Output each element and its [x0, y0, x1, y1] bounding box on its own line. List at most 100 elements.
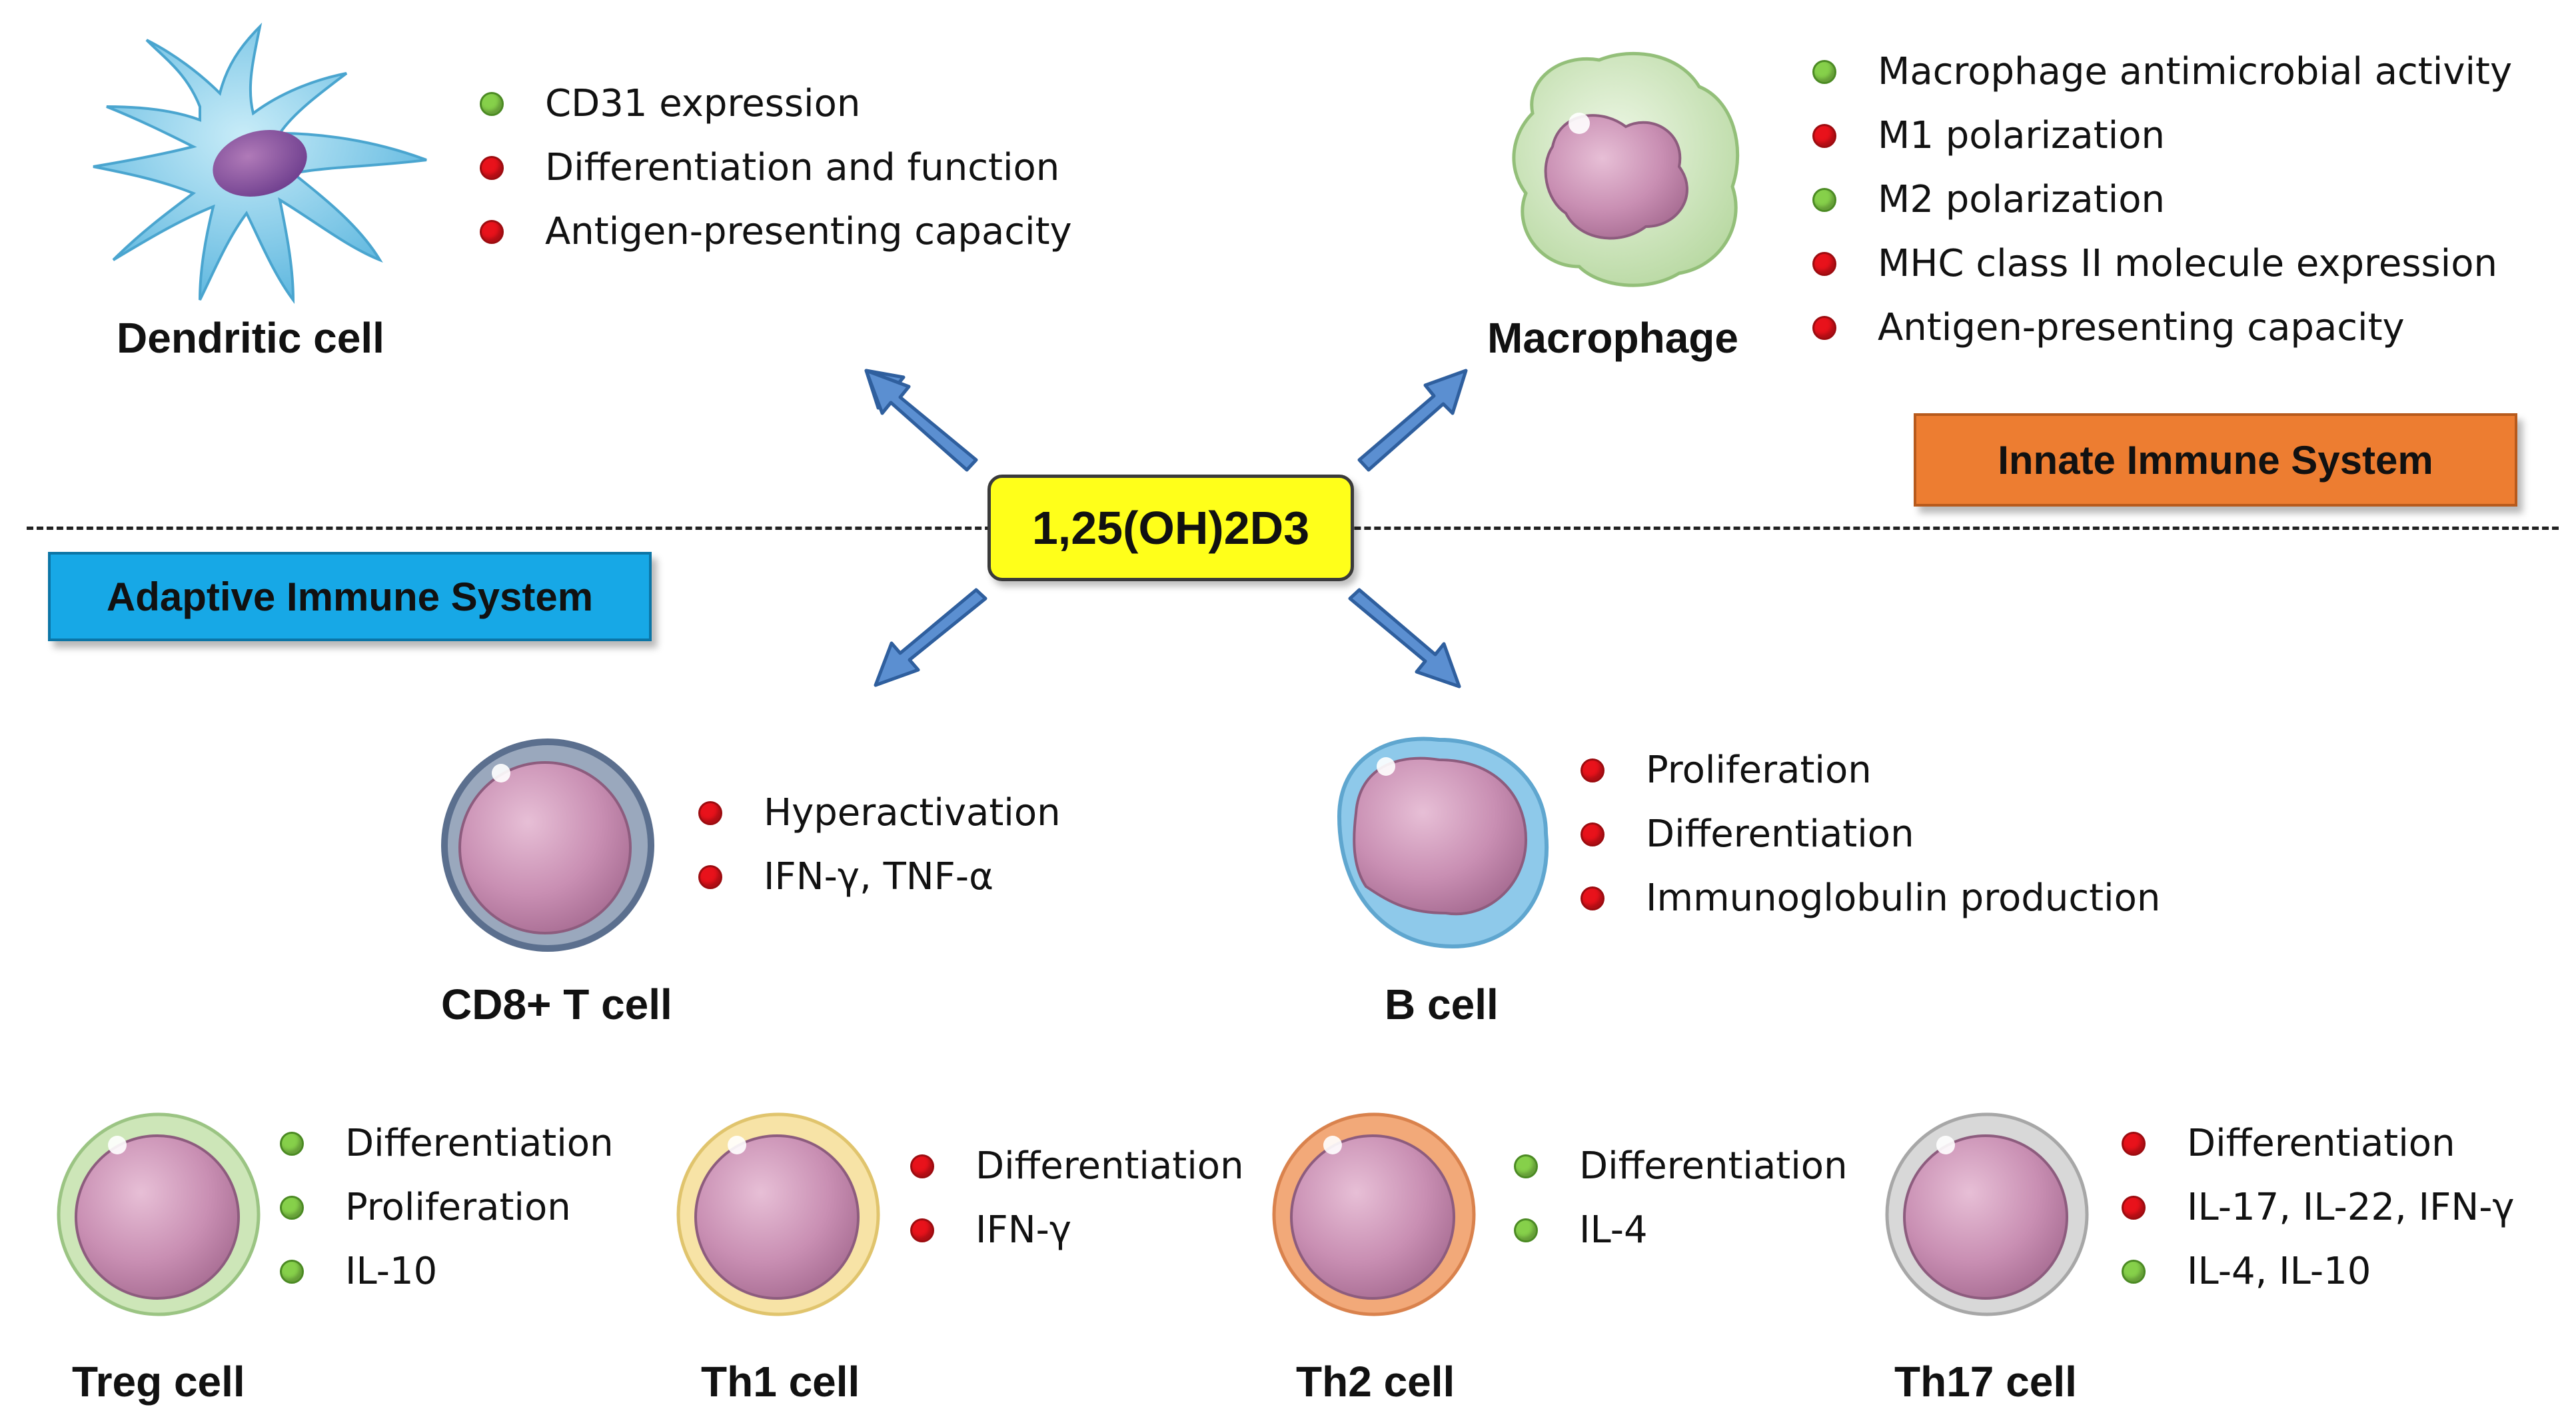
effect-dot	[1812, 188, 1836, 212]
th1-cell-name: Th1 cell	[701, 1358, 860, 1406]
effect-item: Differentiation	[1514, 1134, 1848, 1198]
effect-text: IL-4, IL-10	[2187, 1250, 2371, 1293]
effect-item: Hyperactivation	[698, 781, 1061, 845]
effect-dot	[2122, 1260, 2146, 1284]
arrow-up-left	[864, 369, 978, 472]
adaptive-immune-system-label: Adaptive Immune System	[48, 552, 652, 641]
effect-item: Differentiation	[280, 1112, 614, 1176]
effect-item: IL-4	[1514, 1198, 1848, 1262]
effect-text: M2 polarization	[1878, 178, 2165, 221]
effect-text: IL-4	[1579, 1208, 1648, 1252]
effect-item: Differentiation and function	[480, 136, 1072, 200]
b-cell-illustration	[1337, 736, 1549, 949]
effect-dot	[2122, 1196, 2146, 1220]
effect-item: M1 polarization	[1812, 104, 2512, 168]
effect-text: IFN-γ, TNF-α	[764, 855, 993, 898]
effect-dot	[1514, 1218, 1538, 1242]
arrow-down-right	[1348, 588, 1461, 689]
cd8-effects-list: Hyperactivation IFN-γ, TNF-α	[698, 781, 1061, 909]
innate-immune-system-label: Innate Immune System	[1914, 413, 2517, 507]
effect-text: Hyperactivation	[764, 791, 1061, 834]
th2-effects-list: Differentiation IL-4	[1514, 1134, 1848, 1262]
macrophage-effects-list: Macrophage antimicrobial activity M1 pol…	[1812, 40, 2512, 360]
effect-dot	[1812, 60, 1836, 84]
cd8-t-cell-name: CD8+ T cell	[441, 980, 672, 1028]
effect-text: Differentiation	[345, 1122, 614, 1165]
effect-dot	[1514, 1154, 1538, 1178]
effect-text: Differentiation	[1646, 812, 1914, 856]
dendritic-cell-illustration	[93, 22, 427, 305]
macrophage-name: Macrophage	[1487, 314, 1738, 362]
effect-text: Differentiation and function	[545, 146, 1060, 189]
effect-dot	[698, 865, 722, 889]
th2-cell-name: Th2 cell	[1296, 1358, 1455, 1406]
effect-item: IFN-γ, TNF-α	[698, 845, 1061, 909]
effect-item: Immunoglobulin production	[1581, 866, 2160, 930]
effect-text: Antigen-presenting capacity	[545, 210, 1072, 253]
arrow-up-right	[1357, 369, 1468, 472]
effect-dot	[1812, 124, 1836, 148]
cd8-t-cell-illustration	[441, 738, 654, 952]
effect-dot	[280, 1260, 304, 1284]
th2-cell-illustration	[1272, 1112, 1476, 1316]
effect-text: Antigen-presenting capacity	[1878, 306, 2405, 349]
effect-text: Differentiation	[1579, 1144, 1848, 1188]
effect-item: Antigen-presenting capacity	[480, 200, 1072, 264]
effect-text: Proliferation	[345, 1186, 571, 1229]
b-cell-effects-list: Proliferation Differentiation Immunoglob…	[1581, 738, 2160, 930]
dendritic-effects-list: CD31 expression Differentiation and func…	[480, 72, 1072, 264]
effect-item: M2 polarization	[1812, 168, 2512, 232]
treg-effects-list: Differentiation Proliferation IL-10	[280, 1112, 614, 1304]
effect-item: CD31 expression	[480, 72, 1072, 136]
effect-text: Proliferation	[1646, 748, 1872, 792]
effect-item: IL-4, IL-10	[2122, 1240, 2515, 1304]
effect-item: Antigen-presenting capacity	[1812, 296, 2512, 360]
vitamin-d-compound-box: 1,25(OH)2D3	[987, 475, 1354, 581]
effect-text: IL-17, IL-22, IFN-γ	[2187, 1186, 2515, 1229]
effect-dot	[480, 92, 504, 116]
effect-item: IL-10	[280, 1240, 614, 1304]
effect-item: Proliferation	[1581, 738, 2160, 802]
th1-cell-illustration	[676, 1112, 880, 1316]
effect-text: Differentiation	[2187, 1122, 2455, 1165]
th17-effects-list: Differentiation IL-17, IL-22, IFN-γ IL-4…	[2122, 1112, 2515, 1304]
effect-dot	[280, 1132, 304, 1156]
treg-cell-illustration	[57, 1112, 261, 1316]
dendritic-cell-name: Dendritic cell	[117, 314, 384, 362]
effect-text: Macrophage antimicrobial activity	[1878, 50, 2513, 93]
effect-dot	[1581, 822, 1605, 846]
effect-item: IL-17, IL-22, IFN-γ	[2122, 1176, 2515, 1240]
effect-dot	[280, 1196, 304, 1220]
effect-item: Differentiation	[910, 1134, 1244, 1198]
effect-item: Proliferation	[280, 1176, 614, 1240]
th17-cell-name: Th17 cell	[1894, 1358, 2077, 1406]
effect-text: IFN-γ	[975, 1208, 1071, 1252]
th17-cell-illustration	[1885, 1112, 2089, 1316]
effect-text: IL-10	[345, 1250, 438, 1293]
effect-item: IFN-γ	[910, 1198, 1244, 1262]
effect-text: Differentiation	[975, 1144, 1244, 1188]
effect-item: MHC class II molecule expression	[1812, 232, 2512, 296]
effect-dot	[910, 1218, 934, 1242]
effect-dot	[1812, 252, 1836, 276]
effect-dot	[698, 801, 722, 825]
effect-dot	[1581, 886, 1605, 910]
effect-dot	[1812, 316, 1836, 340]
macrophage-illustration	[1512, 51, 1740, 287]
effect-text: CD31 expression	[545, 82, 861, 125]
effect-dot	[480, 220, 504, 244]
th1-effects-list: Differentiation IFN-γ	[910, 1134, 1244, 1262]
effect-item: Macrophage antimicrobial activity	[1812, 40, 2512, 104]
treg-cell-name: Treg cell	[72, 1358, 245, 1406]
b-cell-name: B cell	[1385, 980, 1499, 1028]
effect-dot	[480, 156, 504, 180]
effect-text: Immunoglobulin production	[1646, 876, 2161, 920]
effect-item: Differentiation	[2122, 1112, 2515, 1176]
effect-text: M1 polarization	[1878, 114, 2165, 157]
effect-dot	[1581, 758, 1605, 782]
arrow-down-left	[874, 588, 987, 687]
effect-item: Differentiation	[1581, 802, 2160, 866]
effect-dot	[910, 1154, 934, 1178]
effect-text: MHC class II molecule expression	[1878, 242, 2497, 285]
